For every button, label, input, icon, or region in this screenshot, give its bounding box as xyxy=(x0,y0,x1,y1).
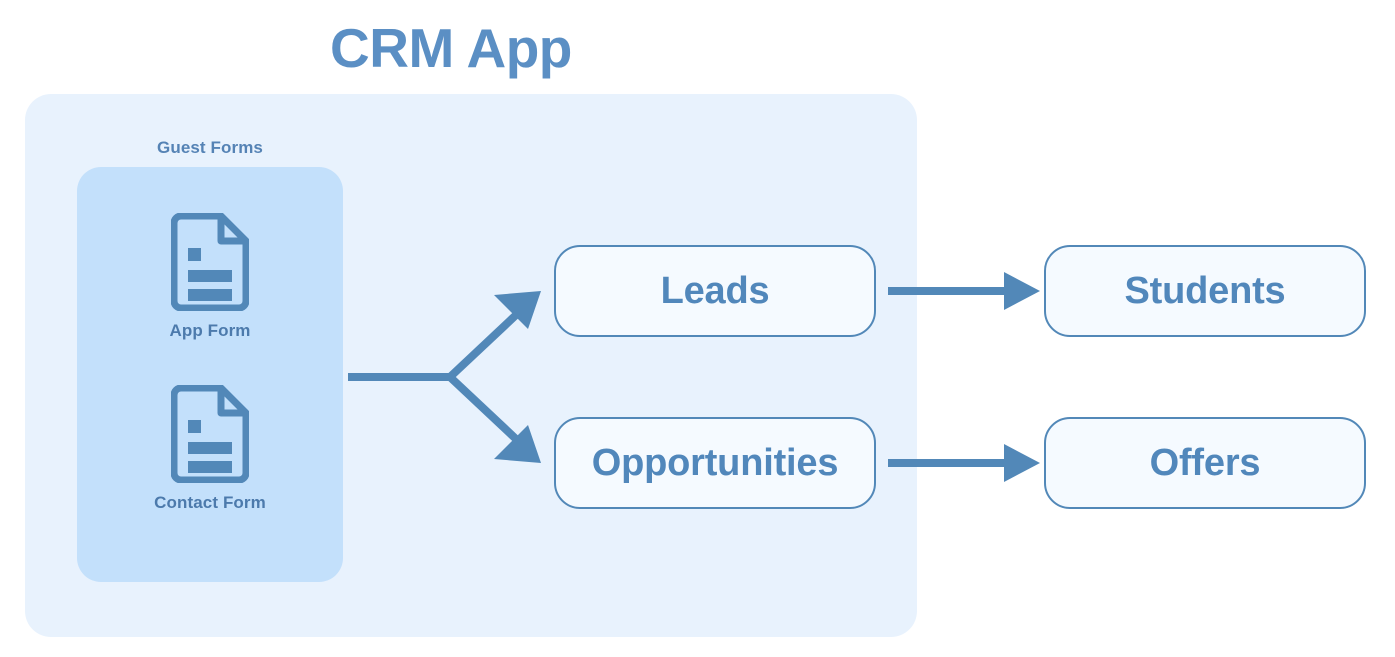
stage-box-offers[interactable]: Offers xyxy=(1044,417,1366,509)
stage-box-opportunities[interactable]: Opportunities xyxy=(554,417,876,509)
document-icon xyxy=(171,213,249,311)
form-item-label: App Form xyxy=(169,321,251,340)
stage-label: Leads xyxy=(660,269,770,312)
form-item-label: Contact Form xyxy=(154,493,266,512)
stage-label: Offers xyxy=(1149,441,1261,484)
stage-box-students[interactable]: Students xyxy=(1044,245,1366,337)
guest-forms-label: Guest Forms xyxy=(157,138,263,157)
guest-forms-group xyxy=(77,167,343,582)
document-icon xyxy=(171,385,249,483)
form-item-contact-form[interactable]: Contact Form xyxy=(77,385,343,513)
form-item-app-form[interactable]: App Form xyxy=(77,213,343,341)
stage-label: Students xyxy=(1124,269,1286,312)
arrowhead-to-offers xyxy=(1004,444,1040,482)
page-title: CRM App xyxy=(330,17,572,79)
stage-box-leads[interactable]: Leads xyxy=(554,245,876,337)
stage-label: Opportunities xyxy=(591,441,839,484)
arrowhead-to-students xyxy=(1004,272,1040,310)
